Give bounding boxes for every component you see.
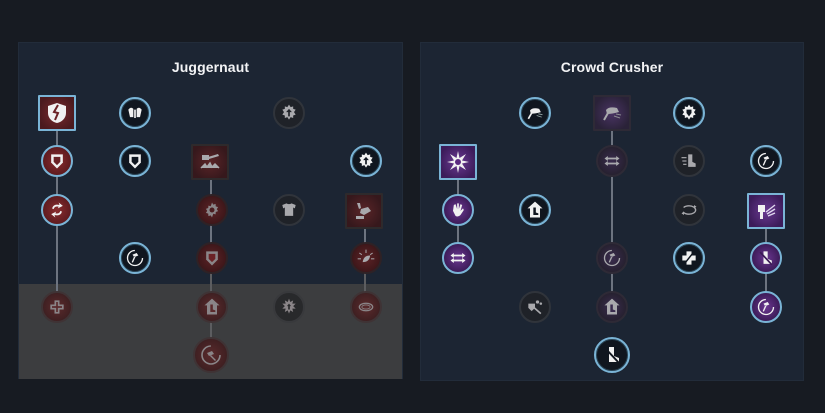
shield-badge-icon [206,251,218,266]
skill-node-knockback-arrows-2[interactable] [442,242,474,274]
skill-node-gear[interactable] [196,194,228,226]
connector-c15-c18 [765,273,767,293]
hammer-cooldown-icon [126,249,144,267]
panel-title-juggernaut: Juggernaut [171,59,250,75]
skill-node-gear-arrow-up[interactable] [273,97,305,129]
skill-node-shield-badge[interactable] [196,242,228,274]
connector-j4-j8 [56,177,58,197]
skill-node-boot-house-2[interactable] [596,291,628,323]
skill-node-hammer-ground-slam[interactable] [191,144,229,180]
ring-aura-icon [358,302,374,312]
boot-speed-icon [681,154,696,167]
skill-node-burst-arrow-up[interactable] [273,291,305,323]
skill-node-no-boot[interactable] [750,242,782,274]
connector-j14-j18 [364,273,366,293]
knockback-arrows-icon [604,156,620,166]
connector-j13-j16 [210,273,212,293]
skill-node-boot-house[interactable] [196,291,228,323]
shield-bash-icon [603,107,622,121]
skill-node-hammer-cooldown-3[interactable] [750,291,782,323]
skill-node-health-cross-slash[interactable] [673,242,705,274]
health-cross-slash-icon [682,251,696,265]
skill-node-boot-speed[interactable] [673,145,705,177]
impact-burst-icon [447,151,469,173]
skill-node-fist-hammer[interactable] [345,193,383,229]
orbit-arrows-icon [681,205,697,215]
skill-node-shield-bash[interactable] [519,97,551,129]
connector-c4-c8 [457,180,459,197]
skill-node-hand-push[interactable] [442,194,474,226]
fist-hammer-icon [356,203,371,219]
skill-node-impact-burst[interactable] [439,144,477,180]
juggernaut-panel: Juggernaut [18,42,403,379]
no-boot-icon [604,347,620,364]
hammer-ground-slam-icon [200,154,220,169]
connector-c13-c17 [611,273,613,293]
boot-house-icon [204,298,220,315]
skill-node-health-cross[interactable] [41,291,73,323]
skill-node-gear-arrow-up-2[interactable] [350,145,382,177]
skill-node-burst-leaf[interactable] [350,242,382,274]
no-boot-icon [759,251,773,266]
connector-j16-j19 [210,321,212,339]
hammer-cooldown-icon [757,298,775,316]
skill-node-shield-down-arrow-1[interactable] [41,145,73,177]
boot-house-icon [604,298,620,315]
burst-leaf-icon [357,249,375,263]
broken-shield-icon [48,103,66,123]
connector-j11-j14 [364,227,366,245]
skill-node-armor-pauldrons[interactable] [119,97,151,129]
health-cross-icon [50,300,64,314]
shield-swap-arrows-icon [51,202,63,218]
skill-node-knockback-arrows[interactable] [596,145,628,177]
connector-j6-j9 [210,180,212,197]
connector-c11-c15 [765,229,767,245]
armor-pauldrons-icon [128,107,142,118]
skill-node-no-boot-ultimate[interactable] [594,337,630,373]
skill-node-orbit-arrows[interactable] [673,194,705,226]
skill-node-hammer-cooldown[interactable] [750,145,782,177]
skill-node-boot-house[interactable] [519,194,551,226]
skill-node-shield-bash-major[interactable] [593,95,631,131]
shield-down-arrow-icon [51,154,63,169]
hammer-cooldown-icon [201,345,221,365]
crowd-crusher-panel: Crowd Crusher [420,42,804,381]
skill-node-hammer-cooldown[interactable] [119,242,151,274]
skill-node-shield-down-arrow-2[interactable] [119,145,151,177]
hammer-cooldown-icon [757,152,775,170]
skill-node-shield-swap-arrows[interactable] [41,194,73,226]
burst-arrow-up-icon [282,298,296,314]
gear-arrow-up-icon [359,152,373,168]
knockback-arrows-icon [450,253,466,263]
hand-push-icon [453,203,464,217]
connector-c8-c12 [457,225,459,245]
gear-arrow-up-icon [282,104,296,120]
connector-j9-j13 [210,225,212,245]
gear-shield-icon [682,104,696,120]
connector-j8-j15 [56,225,58,293]
skill-node-hammer-cooldown-ultimate[interactable] [193,337,229,373]
skill-node-hammer-swing[interactable] [747,193,785,229]
skill-node-ring-aura[interactable] [350,291,382,323]
skill-node-hammer-cooldown-2[interactable] [596,242,628,274]
boot-house-icon [527,201,543,218]
gear-icon [205,202,219,218]
shield-bash-icon [527,108,543,120]
skill-node-gear-shield[interactable] [673,97,705,129]
panel-title-crowd-crusher: Crowd Crusher [560,59,664,75]
skill-node-chest-armor[interactable] [273,194,305,226]
connector-c5-c13 [611,177,613,245]
chest-armor-icon [282,203,296,216]
shield-smash-icon [528,300,543,315]
skill-node-broken-shield[interactable] [38,95,76,131]
connector-j1-j4 [56,131,58,153]
hammer-swing-icon [758,204,776,219]
connector-c2-c5 [611,131,613,149]
skill-node-shield-smash[interactable] [519,291,551,323]
shield-down-arrow-icon [129,154,141,169]
hammer-cooldown-icon [603,249,621,267]
